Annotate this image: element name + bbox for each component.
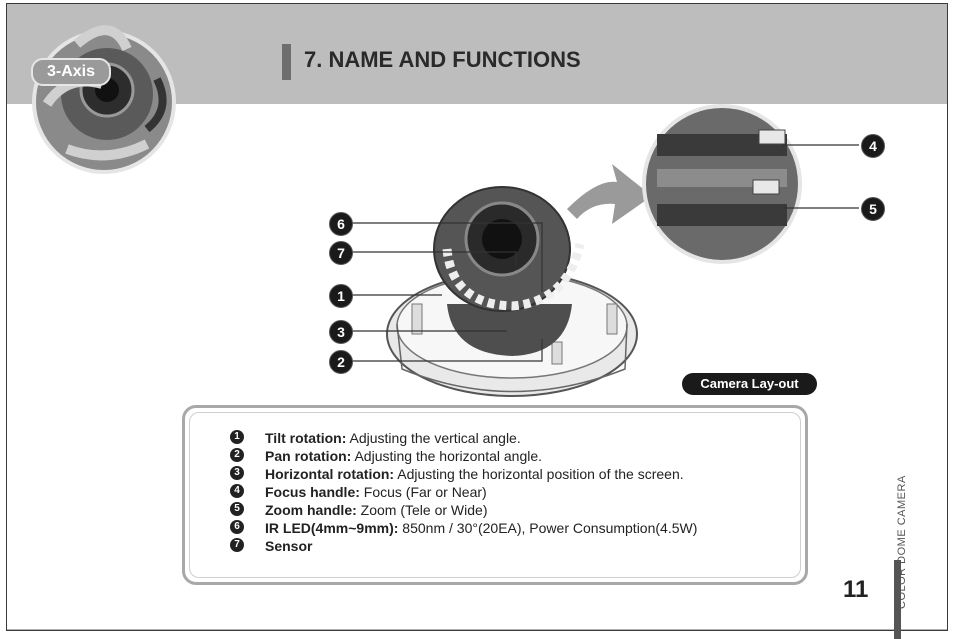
item-text: Horizontal rotation: Adjusting the horiz…	[265, 465, 684, 483]
item-term: Horizontal rotation:	[265, 466, 395, 482]
callout-6: 6	[329, 212, 353, 236]
item-desc: Adjusting the horizontal angle.	[351, 448, 543, 464]
item-desc: Focus (Far or Near)	[359, 484, 487, 500]
page-number: 11	[843, 576, 869, 603]
description-box-inner	[189, 412, 801, 578]
camera-layout-badge: Camera Lay-out	[682, 373, 817, 395]
callout-1: 1	[329, 284, 353, 308]
item-number: 5	[230, 502, 244, 516]
item-desc: Adjusting the vertical angle.	[346, 430, 521, 446]
item-term: Sensor	[265, 538, 313, 554]
item-number: 2	[230, 448, 244, 462]
title-bar	[282, 44, 291, 80]
leader-lines	[352, 144, 859, 362]
item-desc: Zoom (Tele or Wide)	[356, 502, 488, 518]
callout-3: 3	[329, 320, 353, 344]
three-axis-illustration	[32, 25, 176, 174]
item-term: Pan rotation:	[265, 448, 352, 464]
item-term: Focus handle:	[265, 484, 360, 500]
item-number: 3	[230, 466, 244, 480]
three-axis-badge: 3-Axis	[31, 58, 111, 86]
item-desc: Adjusting the horizontal position of the…	[394, 466, 684, 482]
page: 7. NAME AND FUNCTIONS 3-Axis 6 7 1 3 2 4…	[6, 3, 948, 631]
item-text: Sensor	[265, 537, 312, 555]
item-text: Pan rotation: Adjusting the horizontal a…	[265, 447, 542, 465]
item-number: 4	[230, 484, 244, 498]
zoom-detail	[642, 104, 802, 264]
callout-7: 7	[329, 241, 353, 265]
description-box: 1 Tilt rotation: Adjusting the vertical …	[182, 405, 808, 585]
item-desc: 850nm / 30°(20EA), Power Consumption(4.5…	[398, 520, 698, 536]
item-number: 1	[230, 430, 244, 444]
camera-head	[433, 186, 585, 356]
item-text: Zoom handle: Zoom (Tele or Wide)	[265, 501, 487, 519]
callout-5: 5	[861, 197, 885, 221]
item-text: Focus handle: Focus (Far or Near)	[265, 483, 487, 501]
item-number: 7	[230, 538, 244, 552]
page-title: 7. NAME AND FUNCTIONS	[304, 47, 581, 72]
item-term: Tilt rotation:	[265, 430, 347, 446]
item-term: Zoom handle:	[265, 502, 357, 518]
item-text: Tilt rotation: Adjusting the vertical an…	[265, 429, 521, 447]
illustration	[7, 25, 947, 630]
callout-2: 2	[329, 350, 353, 374]
side-rule	[894, 560, 901, 639]
item-text: IR LED(4mm~9mm): 850nm / 30°(20EA), Powe…	[265, 519, 697, 537]
item-term: IR LED(4mm~9mm):	[265, 520, 399, 536]
callout-4: 4	[861, 134, 885, 158]
item-number: 6	[230, 520, 244, 534]
